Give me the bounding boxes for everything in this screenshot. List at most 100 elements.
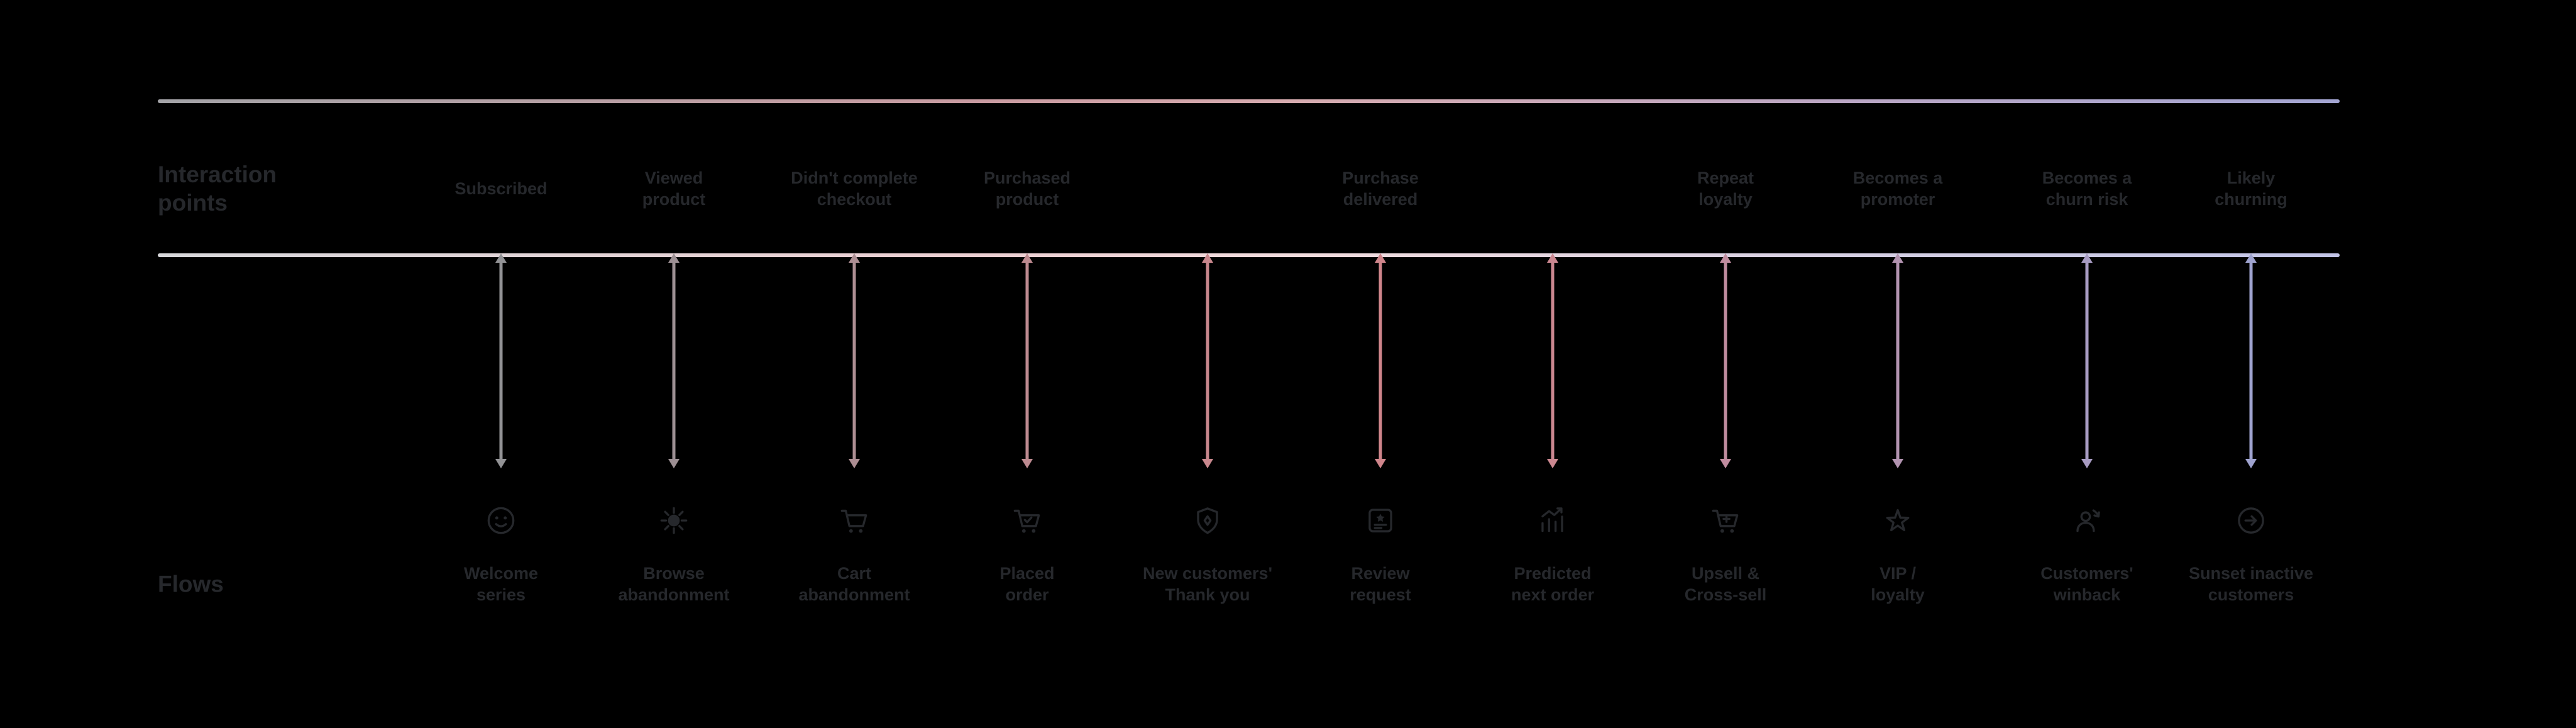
interaction-point-label-line: product xyxy=(642,190,706,209)
connector-arrow xyxy=(2244,253,2258,468)
arrow-up-head xyxy=(668,253,680,263)
interaction-point-label-line: loyalty xyxy=(1698,190,1753,209)
send-arrow-icon xyxy=(2233,502,2269,539)
arrow-line xyxy=(499,260,503,461)
arrow-up-head xyxy=(1021,253,1033,263)
flow-label: Browse abandonment xyxy=(618,563,729,605)
arrow-down-head xyxy=(1021,459,1033,468)
arrow-up-head xyxy=(495,253,507,263)
interaction-point-label-line: Repeat xyxy=(1697,168,1754,187)
flow-label-line: Browse xyxy=(643,564,705,583)
flow-label-line: winback xyxy=(2053,585,2121,604)
connector-arrow xyxy=(1373,253,1387,468)
browse-gear-icon xyxy=(656,502,692,539)
flow-label-line: Upsell & xyxy=(1691,564,1760,583)
connector-arrow xyxy=(847,253,861,468)
flow-label-line: Thank you xyxy=(1165,585,1250,604)
arrow-down-head xyxy=(2081,459,2093,468)
arrow-up-head xyxy=(1375,253,1386,263)
cart-check-icon xyxy=(1009,502,1045,539)
flow-label: Review request xyxy=(1350,563,1411,605)
cart-icon xyxy=(836,502,872,539)
flow-label: Placed order xyxy=(999,563,1054,605)
arrow-down-head xyxy=(1375,459,1386,468)
flow-label: Upsell & Cross-sell xyxy=(1685,563,1767,605)
flow-label-line: series xyxy=(476,585,526,604)
arrow-up-head xyxy=(1720,253,1731,263)
flow-label-line: Sunset inactive xyxy=(2188,564,2314,583)
interaction-point-label: Purchase delivered xyxy=(1342,167,1419,210)
arrow-line xyxy=(1896,260,1900,461)
flow-label-line: loyalty xyxy=(1871,585,1925,604)
interaction-point-label-line: checkout xyxy=(817,190,892,209)
connector-arrow xyxy=(2080,253,2094,468)
flow-label: Customers' winback xyxy=(2040,563,2133,605)
flow-label-line: Review xyxy=(1351,564,1410,583)
interaction-points-header-line: points xyxy=(158,190,228,216)
interaction-point-label-line: Purchase xyxy=(1342,168,1419,187)
interaction-point-label-line: Likely xyxy=(2226,168,2276,187)
flow-label: VIP / loyalty xyxy=(1871,563,1925,605)
arrow-down-head xyxy=(1892,459,1903,468)
interaction-point-label-line: Becomes a xyxy=(2042,168,2132,187)
flow-label: Welcome series xyxy=(464,563,538,605)
interaction-point-label-line: churning xyxy=(2215,190,2287,209)
interaction-point-label: Repeat loyalty xyxy=(1697,167,1754,210)
arrow-down-head xyxy=(1202,459,1213,468)
flow-label-line: Cart xyxy=(837,564,872,583)
arrow-line xyxy=(1206,260,1209,461)
flow-label: Cart abandonment xyxy=(798,563,910,605)
star-icon xyxy=(1880,502,1916,539)
arrow-down-head xyxy=(495,459,507,468)
trend-chart-icon xyxy=(1534,502,1571,539)
flow-label: Predicted next order xyxy=(1511,563,1594,605)
interaction-point-label: Purchased product xyxy=(984,167,1071,210)
flow-label-line: next order xyxy=(1511,585,1595,604)
arrow-line xyxy=(672,260,676,461)
connector-arrow xyxy=(1719,253,1732,468)
flow-label-line: abandonment xyxy=(618,585,730,604)
arrow-up-head xyxy=(1202,253,1213,263)
flow-label-line: Customers' xyxy=(2040,564,2133,583)
interaction-point-label-line: product xyxy=(995,190,1059,209)
flow-label-line: order xyxy=(1005,585,1049,604)
interaction-point-label-line: Subscribed xyxy=(454,179,548,198)
flow-label-line: New customers' xyxy=(1143,564,1272,583)
flow-label-line: Placed xyxy=(999,564,1055,583)
arrow-down-head xyxy=(1547,459,1558,468)
interaction-point-label-line: Purchased xyxy=(983,168,1071,187)
interaction-point-label-line: churn risk xyxy=(2045,190,2128,209)
flow-label-line: abandonment xyxy=(798,585,910,604)
interaction-point-label-line: delivered xyxy=(1343,190,1418,209)
arrow-down-head xyxy=(849,459,860,468)
arrow-up-head xyxy=(2081,253,2093,263)
interaction-point-label: Viewed product xyxy=(642,167,706,210)
interaction-point-label-line: promoter xyxy=(1860,190,1935,209)
connector-arrow xyxy=(1020,253,1034,468)
flows-header: Flows xyxy=(158,571,224,597)
arrow-up-head xyxy=(1547,253,1558,263)
arrow-line xyxy=(2085,260,2089,461)
connector-arrow xyxy=(1891,253,1905,468)
smiley-face-icon xyxy=(483,502,519,539)
connector-arrow xyxy=(494,253,508,468)
timeline-axis-line xyxy=(158,253,2340,257)
arrow-line xyxy=(852,260,856,461)
arrow-line xyxy=(2249,260,2253,461)
flow-label-line: Welcome xyxy=(463,564,539,583)
arrow-line xyxy=(1379,260,1382,461)
interaction-point-label: Subscribed xyxy=(454,178,547,199)
winback-person-icon xyxy=(2069,502,2105,539)
heart-badge-icon xyxy=(1189,502,1226,539)
connector-arrow xyxy=(1201,253,1214,468)
flow-label: Sunset inactive customers xyxy=(2189,563,2313,605)
flow-label-line: VIP / xyxy=(1879,564,1917,583)
interaction-point-label: Becomes a churn risk xyxy=(2042,167,2132,210)
gradient-divider-line xyxy=(158,99,2340,103)
interaction-point-label-line: Becomes a xyxy=(1852,168,1943,187)
arrow-line xyxy=(1025,260,1029,461)
flow-label-line: Predicted xyxy=(1514,564,1592,583)
arrow-down-head xyxy=(1720,459,1731,468)
interaction-point-label: Didn't complete checkout xyxy=(791,167,917,210)
